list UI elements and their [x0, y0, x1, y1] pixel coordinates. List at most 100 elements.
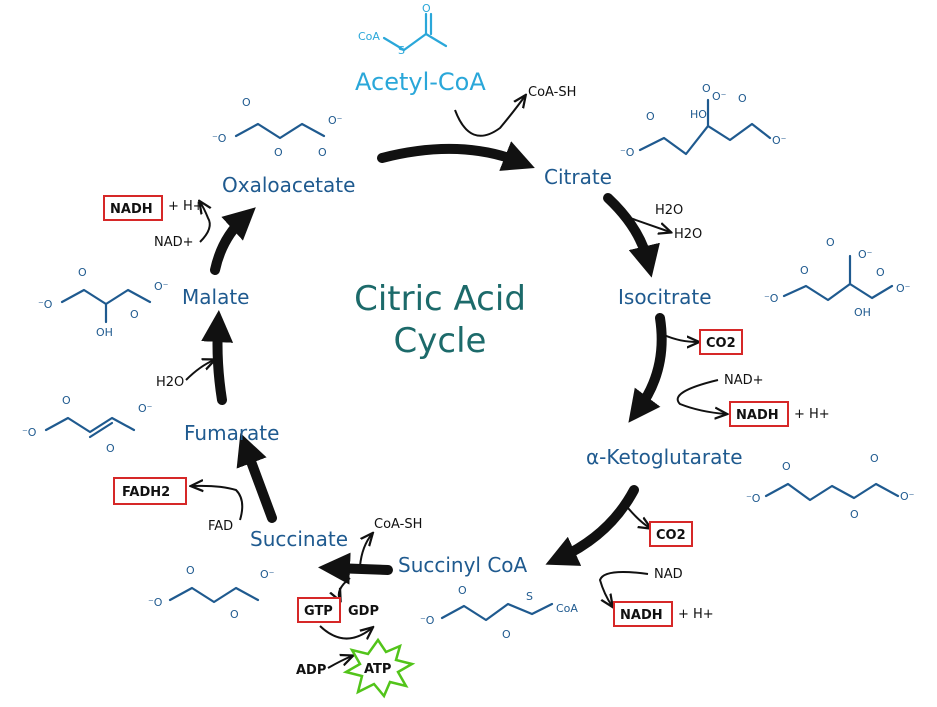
- structure-malate: ⁻O O OH O O⁻: [38, 266, 169, 339]
- byproduct-gdp: GDP: [348, 604, 379, 619]
- arrow-citrate-to-isocitrate: [603, 193, 660, 278]
- metabolite-a-ketoglutarate: α-Ketoglutarate: [586, 445, 743, 469]
- byproduct-nadh-1: NADH: [736, 408, 779, 423]
- arrow-oxaloacetate-to-citrate: [377, 141, 535, 171]
- byproduct-atp: ATP: [364, 662, 391, 677]
- byproduct-gtp: GTP: [304, 604, 333, 619]
- nadh-box-1: [729, 401, 789, 427]
- byproduct-h-1: + H+: [794, 407, 830, 422]
- svg-text:O⁻: O⁻: [328, 114, 343, 127]
- branch-gdp: [339, 577, 351, 600]
- byproduct-adp: ADP: [296, 663, 326, 678]
- svg-text:O: O: [738, 92, 747, 105]
- svg-text:⁻O: ⁻O: [148, 596, 163, 609]
- co2-box-2: [649, 521, 693, 547]
- svg-text:O⁻: O⁻: [712, 90, 727, 103]
- svg-text:O: O: [850, 508, 859, 521]
- branch-coa-sh-1: [454, 96, 525, 137]
- svg-text:O: O: [876, 266, 885, 279]
- branch-co2-2: [627, 507, 650, 528]
- branch-fad: [192, 486, 244, 521]
- byproduct-nadh-2: NADH: [620, 608, 663, 623]
- svg-text:O: O: [800, 264, 809, 277]
- arrow-isocitrate-to-ketoglutarate: [628, 313, 667, 423]
- nadh-box-2: [613, 601, 673, 627]
- svg-text:O: O: [242, 96, 251, 109]
- metabolite-citrate: Citrate: [544, 165, 612, 189]
- arrow-succinylcoa-to-succinate: [318, 552, 393, 585]
- metabolite-succinate: Succinate: [250, 527, 348, 551]
- byproduct-fad: FAD: [208, 519, 233, 534]
- fadh2-box: [113, 477, 187, 505]
- structure-succinate: ⁻O O O O⁻: [148, 564, 275, 621]
- byproduct-co2-1: CO2: [706, 336, 736, 351]
- svg-text:⁻O: ⁻O: [38, 298, 53, 311]
- svg-text:O: O: [186, 564, 195, 577]
- svg-text:⁻O: ⁻O: [620, 146, 635, 159]
- diagram-title-line1: Citric Acid: [354, 279, 526, 319]
- arrow-ketoglutarate-to-succinylcoa: [545, 485, 639, 566]
- svg-text:CoA: CoA: [358, 30, 380, 43]
- arrow-succinate-to-fumarate: [236, 433, 277, 523]
- svg-text:HO: HO: [690, 108, 707, 121]
- branch-gtp-gdp-cycle: [319, 625, 372, 639]
- svg-text:O: O: [458, 584, 467, 597]
- metabolite-succinyl-coa: Succinyl CoA: [398, 553, 528, 577]
- svg-text:O: O: [62, 394, 71, 407]
- structure-a-ketoglutarate: ⁻O O O O O⁻: [746, 452, 915, 521]
- svg-text:⁻O: ⁻O: [22, 426, 37, 439]
- branch-coa-sh-2: [359, 534, 372, 567]
- byproduct-coa-sh-1: CoA-SH: [528, 85, 576, 100]
- svg-text:O: O: [702, 82, 711, 95]
- svg-text:OH: OH: [854, 306, 871, 319]
- metabolite-malate: Malate: [182, 285, 249, 309]
- arrow-fumarate-to-malate: [201, 310, 234, 405]
- diagram-title-line2: Cycle: [394, 321, 487, 361]
- svg-text:⁻O: ⁻O: [764, 292, 779, 305]
- svg-text:O⁻: O⁻: [900, 490, 915, 503]
- structure-acetyl-coa: CoA S O: [358, 2, 448, 57]
- svg-text:⁻O: ⁻O: [746, 492, 761, 505]
- byproduct-h-3: + H+: [168, 199, 204, 214]
- branch-h2o: [629, 217, 670, 232]
- svg-text:S: S: [398, 44, 405, 57]
- byproduct-nad-2: NAD: [654, 567, 683, 582]
- byproduct-fadh2: FADH2: [122, 485, 170, 500]
- byproduct-nad-3: NAD+: [154, 235, 194, 250]
- byproduct-h-2: + H+: [678, 607, 714, 622]
- metabolite-acetyl-coa: Acetyl-CoA: [355, 68, 486, 96]
- svg-text:O: O: [422, 2, 431, 15]
- byproduct-h2o-3: H2O: [156, 375, 184, 390]
- svg-text:CoA: CoA: [556, 602, 578, 615]
- svg-text:O: O: [646, 110, 655, 123]
- structure-isocitrate: O O⁻ ⁻O O O O⁻ OH: [764, 236, 911, 319]
- svg-text:⁻O: ⁻O: [212, 132, 227, 145]
- byproduct-nad-1: NAD+: [724, 373, 764, 388]
- svg-text:O⁻: O⁻: [772, 134, 787, 147]
- byproduct-coa-sh-2: CoA-SH: [374, 517, 422, 532]
- arrow-malate-to-oxaloacetate: [210, 207, 256, 275]
- byproduct-h2o-2: H2O: [674, 227, 702, 242]
- svg-text:O: O: [274, 146, 283, 159]
- svg-text:OH: OH: [96, 326, 113, 339]
- svg-text:O: O: [782, 460, 791, 473]
- svg-text:S: S: [526, 590, 533, 603]
- svg-text:O: O: [826, 236, 835, 249]
- byproduct-h2o-1: H2O: [655, 203, 683, 218]
- branch-h2o-3: [185, 360, 214, 381]
- svg-text:O⁻: O⁻: [260, 568, 275, 581]
- structure-citrate: HO O⁻ O ⁻O O O O⁻: [620, 82, 787, 159]
- svg-text:O: O: [870, 452, 879, 465]
- svg-text:O⁻: O⁻: [138, 402, 153, 415]
- svg-text:O: O: [78, 266, 87, 279]
- metabolite-fumarate: Fumarate: [184, 421, 279, 445]
- branch-adp-atp: [327, 656, 352, 669]
- byproduct-co2-2: CO2: [656, 528, 686, 543]
- metabolite-oxaloacetate: Oxaloacetate: [222, 173, 355, 197]
- co2-box-1: [699, 329, 743, 355]
- svg-text:O⁻: O⁻: [896, 282, 911, 295]
- svg-text:O: O: [130, 308, 139, 321]
- structure-succinyl-coa: ⁻O O O S CoA: [420, 584, 578, 641]
- byproduct-nadh-3: NADH: [110, 202, 153, 217]
